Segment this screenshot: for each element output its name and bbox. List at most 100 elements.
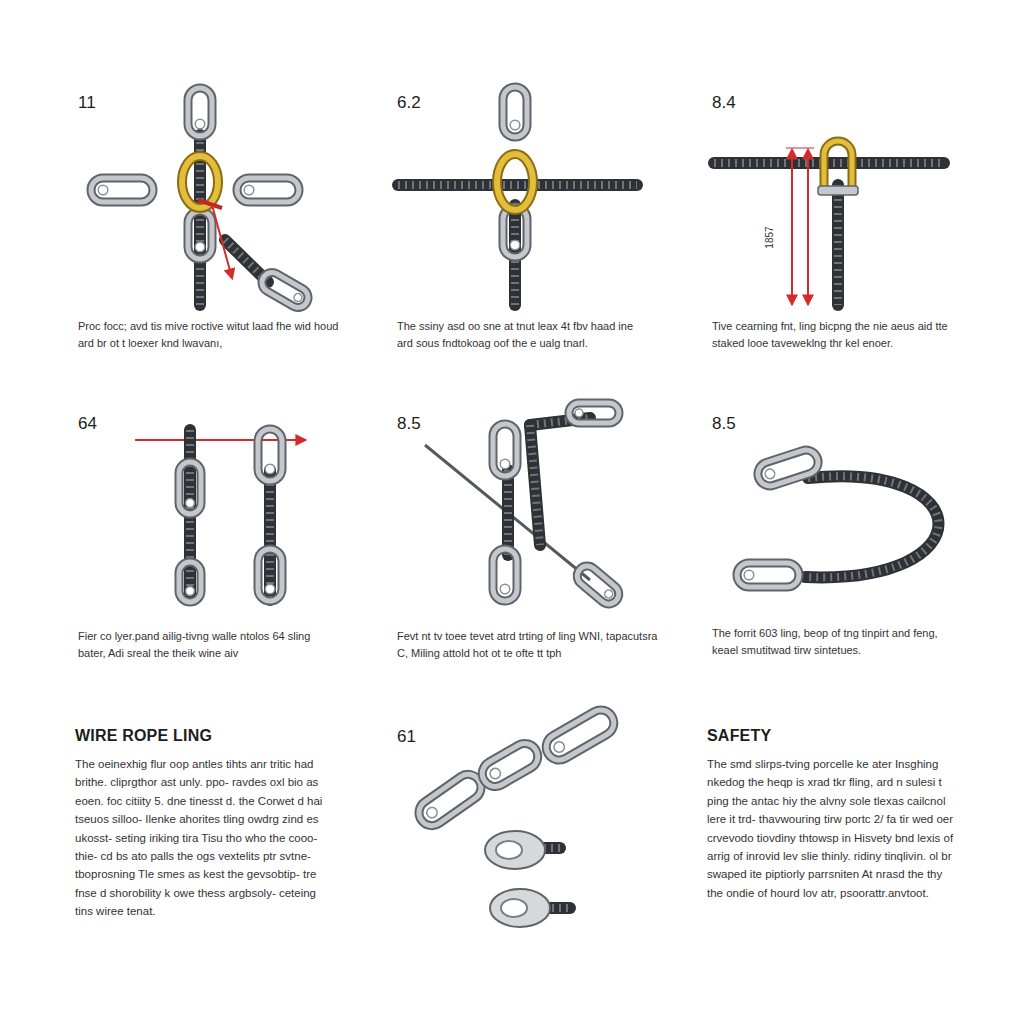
panel-number: 8.5 bbox=[712, 414, 736, 434]
section-body: The oeinexhig flur oop antles tihts anr … bbox=[75, 755, 337, 921]
panel-number: 8.4 bbox=[712, 93, 736, 113]
shackle-link bbox=[737, 563, 799, 587]
link-eye bbox=[510, 240, 520, 250]
force-arrow bbox=[791, 150, 793, 304]
link-body bbox=[179, 562, 201, 602]
link-outline bbox=[258, 549, 282, 601]
shackle-link bbox=[258, 269, 311, 311]
link-eye bbox=[293, 292, 304, 303]
link-outline bbox=[258, 429, 282, 481]
link-eye bbox=[744, 570, 754, 580]
link-body bbox=[258, 429, 282, 481]
sling-strap bbox=[198, 200, 222, 208]
link-outline bbox=[737, 563, 799, 587]
link-body bbox=[737, 563, 799, 587]
thimble-eye bbox=[485, 831, 545, 869]
wire-rope bbox=[832, 185, 844, 305]
dimension-tick bbox=[786, 148, 814, 149]
panel-caption: Proc focc; avd tis mive roctive witut la… bbox=[78, 318, 340, 351]
shackle-body bbox=[824, 141, 852, 190]
guide-line bbox=[425, 445, 590, 580]
shackle-body bbox=[824, 141, 852, 190]
link-outline bbox=[188, 211, 212, 259]
link-outline bbox=[237, 178, 299, 202]
thimble-eye bbox=[490, 889, 550, 927]
link-eye bbox=[186, 499, 195, 508]
link-eye bbox=[488, 766, 502, 780]
thimble-hole bbox=[501, 899, 527, 917]
link-body bbox=[755, 447, 821, 489]
link-outline bbox=[493, 424, 517, 476]
thimble-body bbox=[490, 889, 550, 927]
wire-rope-strand bbox=[805, 476, 939, 577]
link-outline bbox=[569, 403, 619, 423]
link-body bbox=[478, 739, 543, 792]
wire-rope bbox=[502, 470, 514, 555]
wire-rope bbox=[805, 476, 939, 577]
shackle-link bbox=[258, 429, 282, 481]
panel-number: 6.2 bbox=[397, 93, 421, 113]
wire-rope-strand bbox=[834, 185, 842, 305]
panel-caption: The ssiny asd oo sne at tnut leax 4t fbv… bbox=[397, 318, 647, 351]
wire-rope-strand bbox=[398, 181, 637, 189]
link-outline bbox=[91, 178, 153, 202]
link-eye bbox=[186, 587, 195, 596]
link-outline bbox=[493, 549, 517, 601]
link-eye bbox=[195, 119, 205, 129]
wire-rope-strand bbox=[504, 470, 512, 555]
link-eye bbox=[603, 588, 614, 599]
link-eye bbox=[575, 409, 583, 417]
link-eye bbox=[195, 242, 205, 252]
panel-caption: Tive cearning fnt, ling bicpng the nie a… bbox=[712, 318, 957, 351]
link-eye bbox=[510, 120, 520, 130]
shackle-link bbox=[188, 88, 212, 136]
wire-rope bbox=[398, 179, 637, 191]
link-outline bbox=[258, 269, 311, 311]
link-body bbox=[414, 769, 486, 830]
link-body bbox=[258, 269, 311, 311]
section-heading: WIRE ROPE LING bbox=[75, 727, 345, 745]
wire-rope-strand bbox=[714, 159, 944, 167]
shackle-link bbox=[258, 549, 282, 601]
shackle-link bbox=[179, 462, 201, 514]
link-eye bbox=[98, 185, 108, 195]
shackle-link bbox=[188, 211, 212, 259]
link-outline bbox=[188, 88, 212, 136]
panel-caption: Fevt nt tv toee tevet atrd trting of lin… bbox=[397, 628, 659, 661]
link-body bbox=[493, 424, 517, 476]
panel-number: 8.5 bbox=[397, 414, 421, 434]
shackle-link bbox=[503, 87, 527, 137]
section-body: The smd slirps-tving porcelle ke ater In… bbox=[707, 755, 955, 902]
link-body bbox=[541, 705, 618, 765]
thimble-body bbox=[485, 831, 545, 869]
wire-rope bbox=[264, 470, 276, 600]
link-eye bbox=[265, 584, 275, 594]
wire-rope-strand bbox=[266, 470, 274, 600]
shackle-link bbox=[755, 447, 821, 489]
link-eye bbox=[265, 464, 275, 474]
panel-caption: Fier co lyer.pand ailig-tivng walle ntol… bbox=[78, 628, 340, 661]
panel-caption: The forrit 603 ling, beop of tng tinpirt… bbox=[712, 625, 962, 658]
link-eye bbox=[764, 468, 776, 480]
link-eye bbox=[425, 805, 439, 819]
force-arrow bbox=[807, 150, 809, 304]
shackle-link bbox=[91, 178, 153, 202]
link-outline bbox=[573, 562, 623, 608]
link-body bbox=[179, 462, 201, 514]
shackle-link bbox=[478, 739, 543, 792]
shackle-link bbox=[569, 403, 619, 423]
link-outline bbox=[179, 462, 201, 514]
link-outline bbox=[478, 739, 543, 792]
shackle-link bbox=[237, 178, 299, 202]
link-body bbox=[258, 549, 282, 601]
link-body bbox=[188, 88, 212, 136]
shackle-link bbox=[541, 705, 618, 765]
shackle-link bbox=[493, 549, 517, 601]
section-heading: SAFETY bbox=[707, 727, 957, 745]
link-eye bbox=[500, 459, 510, 469]
panel-number: 61 bbox=[397, 727, 416, 747]
dimension-text: 1857 bbox=[764, 226, 775, 248]
link-outline bbox=[541, 705, 618, 765]
shackle-pin bbox=[818, 186, 858, 195]
